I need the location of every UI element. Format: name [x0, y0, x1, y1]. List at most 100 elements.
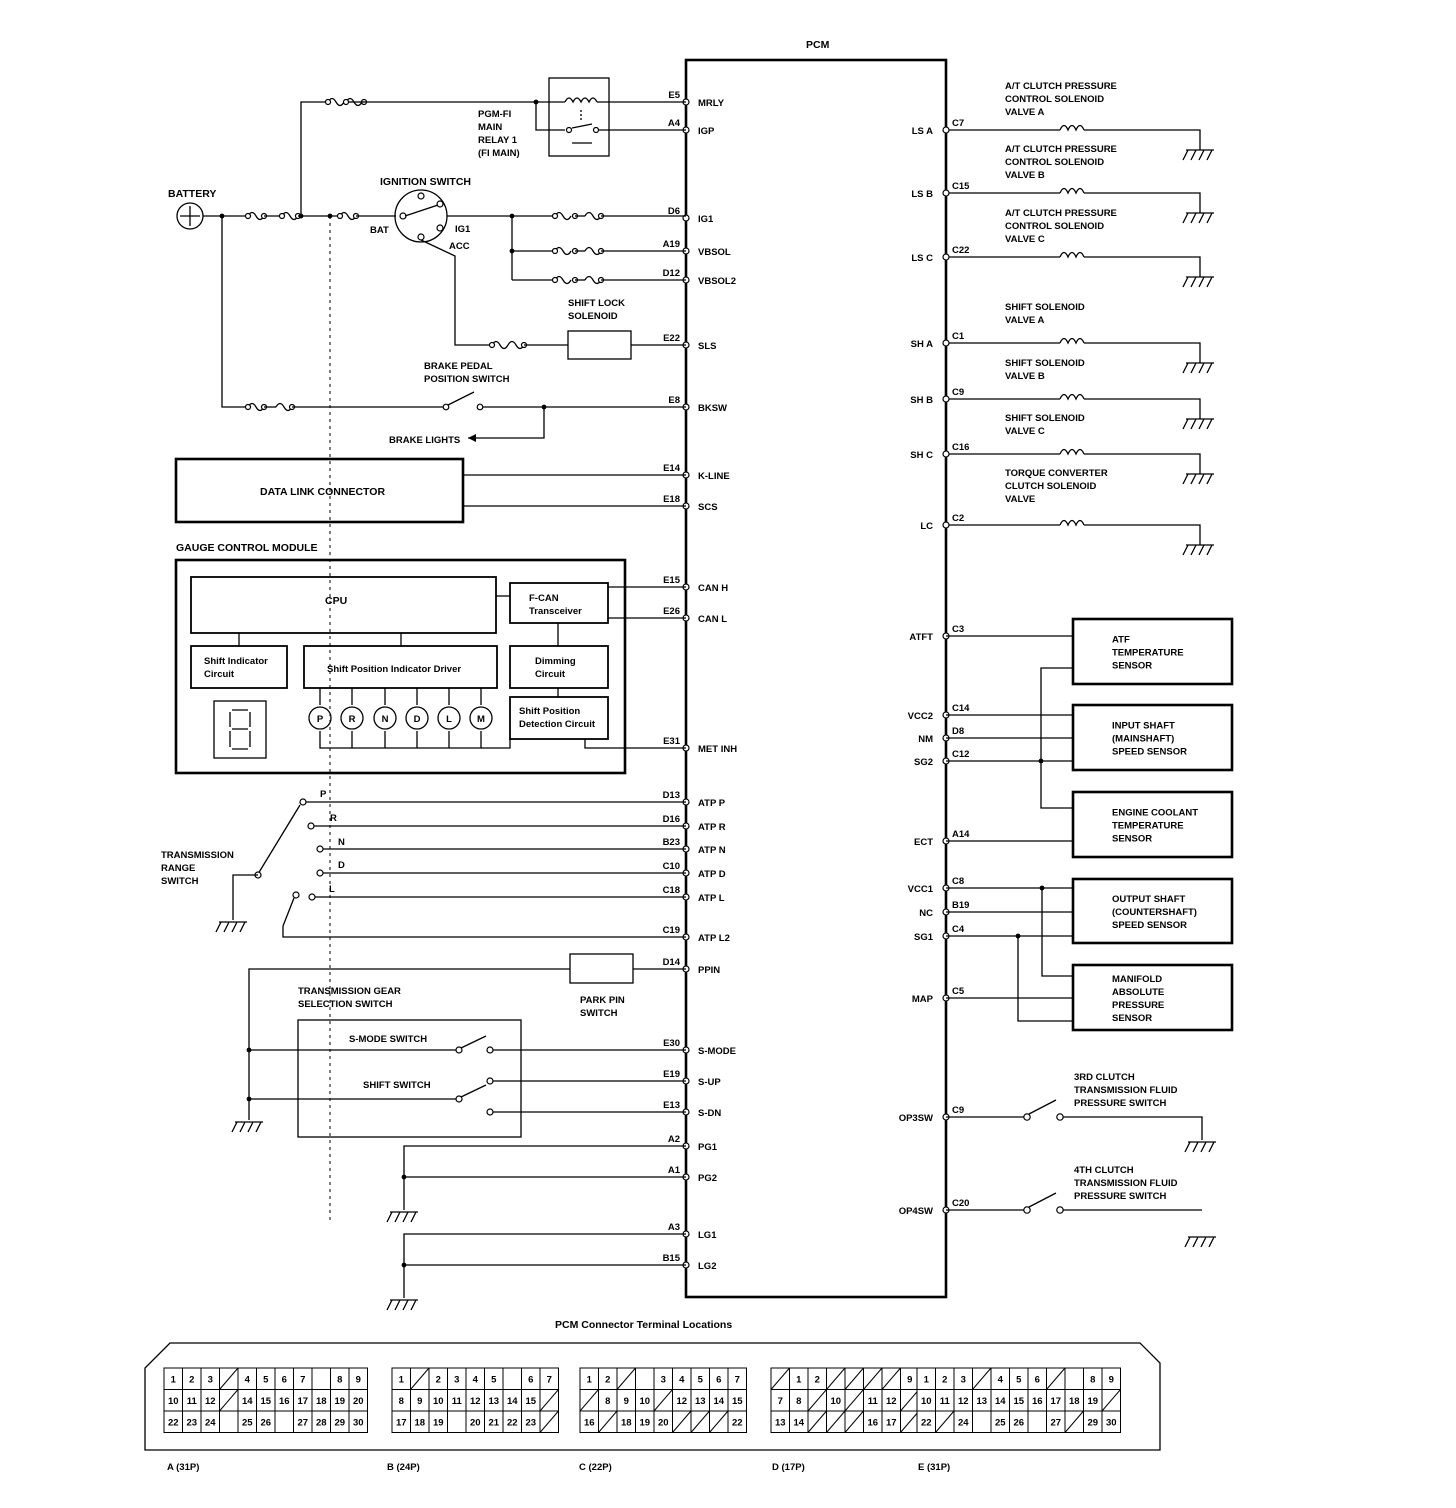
ig1-label: IG1	[455, 224, 471, 235]
data-link-connector: DATA LINK CONNECTOR	[174, 457, 465, 524]
terminal-number: 14	[713, 1396, 724, 1407]
pcm-pin-name: VCC1	[908, 884, 934, 895]
shift-lock-label-2: SOLENOID	[568, 311, 618, 322]
sensor-label: TEMPERATURE	[1112, 821, 1184, 832]
terminal-number: 25	[995, 1417, 1006, 1428]
pcm-pin-name: IG1	[698, 214, 714, 225]
pcm-pin-name: OP3SW	[899, 1113, 933, 1124]
terminal-number: 3	[661, 1374, 666, 1385]
pgmfi-label-2: MAIN	[478, 122, 502, 133]
terminal-number: 14	[793, 1417, 804, 1428]
terminal-number: 10	[168, 1396, 179, 1407]
pcm-pin-dot	[942, 450, 950, 458]
connector-cell	[635, 1367, 655, 1390]
trs-pos-d: D	[338, 860, 345, 871]
sensor-label: PRESSURE	[1112, 1000, 1164, 1011]
terminal-number: 15	[525, 1396, 536, 1407]
pcm-pin-number: C1	[952, 331, 965, 342]
pgmfi-label-1: PGM-FI	[478, 109, 511, 120]
terminal-number: 17	[1050, 1396, 1061, 1407]
terminal-number: 9	[907, 1374, 912, 1385]
ground-symbol	[231, 1121, 263, 1133]
sensor-label: SENSOR	[1112, 1013, 1152, 1024]
pcm-pin-name: ATP R	[698, 822, 726, 833]
pressure-switch-label: PRESSURE SWITCH	[1074, 1098, 1167, 1109]
terminal-number: 2	[605, 1374, 610, 1385]
dlc-label: DATA LINK CONNECTOR	[260, 486, 385, 498]
terminal-number: 11	[187, 1396, 198, 1407]
connector-cell	[219, 1410, 239, 1433]
solenoid-label: CONTROL SOLENOID	[1005, 221, 1104, 232]
terminal-number: 18	[621, 1417, 632, 1428]
pcm-pin-number: C22	[952, 245, 969, 256]
terminal-number: 1	[171, 1374, 177, 1385]
terminal-number: 4	[473, 1374, 479, 1385]
solenoid-label: VALVE C	[1005, 426, 1045, 437]
brake-switch-label-1: BRAKE PEDAL	[424, 361, 493, 372]
terminal-number: 3	[961, 1374, 966, 1385]
ground-symbol	[1182, 473, 1214, 485]
indicator-letter: M	[477, 714, 485, 725]
indicator-lamp	[373, 706, 397, 730]
dimming-label-1: Dimming	[535, 656, 576, 667]
ground-symbol	[386, 1211, 418, 1223]
sensor-label: SENSOR	[1112, 834, 1152, 845]
terminal-number: 12	[205, 1396, 216, 1407]
terminal-number: 10	[830, 1396, 841, 1407]
terminal-number: 11	[940, 1396, 951, 1407]
terminal-number: 20	[470, 1417, 481, 1428]
pressure-switch-label: 4TH CLUTCH	[1074, 1165, 1134, 1176]
sensor-label: TEMPERATURE	[1112, 648, 1184, 659]
pcm-pin-name: NC	[919, 908, 933, 919]
pcm-box: PCM	[684, 39, 948, 1299]
pcm-pin-number: E22	[663, 333, 680, 344]
terminal-number: 17	[886, 1417, 897, 1428]
sensor-label: SENSOR	[1112, 661, 1152, 672]
pcm-pin-number: C18	[663, 885, 680, 896]
terminal-number: 11	[452, 1396, 463, 1407]
pressure-switch-label: 3RD CLUTCH	[1074, 1072, 1135, 1083]
pcm-pin-number: E26	[663, 606, 680, 617]
terminal-number: 22	[168, 1417, 179, 1428]
terminal-number: 1	[796, 1374, 802, 1385]
pcm-pin-number: C3	[952, 624, 964, 635]
terminal-number: 29	[1087, 1417, 1098, 1428]
pcm-pin-name: OP4SW	[899, 1206, 933, 1217]
pcm-pin-dot	[942, 253, 950, 261]
indicator-lamp	[340, 706, 364, 730]
terminal-number: 7	[735, 1374, 740, 1385]
solenoid-label: SHIFT SOLENOID	[1005, 413, 1085, 424]
pcm-pin-dot	[942, 339, 950, 347]
terminal-number: 3	[208, 1374, 213, 1385]
pcm-pin-dot	[942, 126, 950, 134]
sensor-label: (MAINSHAFT)	[1112, 734, 1174, 745]
solenoid-label: CONTROL SOLENOID	[1005, 94, 1104, 105]
connector-cell	[727, 1410, 747, 1433]
spd-label-2: Detection Circuit	[519, 719, 596, 730]
pcm-pin-number: D14	[663, 957, 681, 968]
terminal-number: 6	[528, 1374, 533, 1385]
pcm-pin-name: LS A	[912, 126, 933, 137]
pcm-pin-name: S-MODE	[698, 1046, 736, 1057]
pcm-pin-name: PPIN	[698, 965, 720, 976]
pcm-pin-name: ECT	[914, 837, 933, 848]
terminal-number: 8	[605, 1396, 610, 1407]
pcm-pin-name: VBSOL	[698, 247, 731, 258]
terminal-number: 13	[488, 1396, 499, 1407]
terminal-number: 6	[716, 1374, 721, 1385]
connector-name: E (31P)	[918, 1462, 950, 1473]
pcm-pin-number: B15	[663, 1253, 681, 1264]
terminal-number: 18	[1069, 1396, 1080, 1407]
terminal-number: 15	[732, 1396, 743, 1407]
indicator-letter: D	[414, 714, 421, 725]
terminal-number: 16	[1032, 1396, 1043, 1407]
brake-switch-label-2: POSITION SWITCH	[424, 374, 510, 385]
connector-name: D (17P)	[772, 1462, 805, 1473]
pcm-pin-number: B19	[952, 900, 969, 911]
terminal-number: 23	[525, 1417, 536, 1428]
pcm-pin-number: C9	[952, 387, 964, 398]
